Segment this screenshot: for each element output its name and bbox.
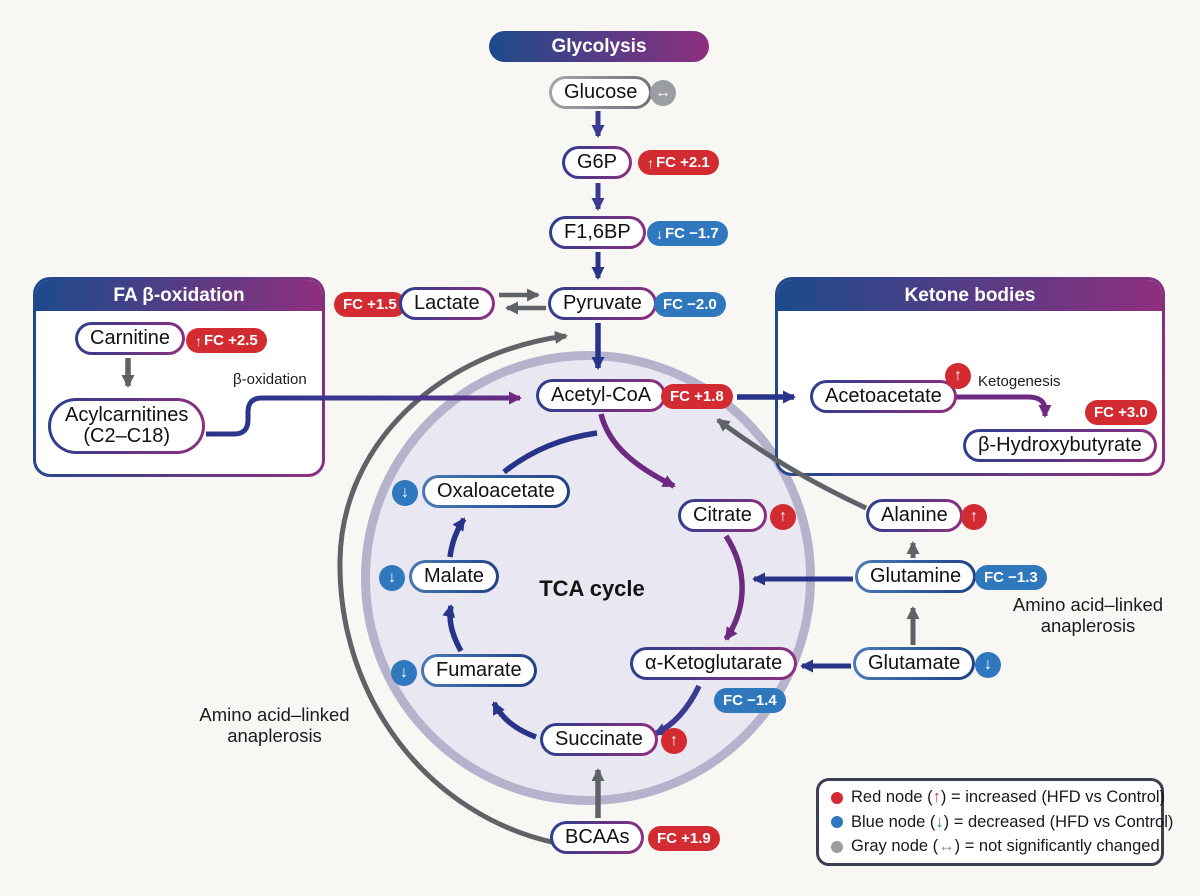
node-acylcarnitines: Acylcarnitines (C2–C18): [48, 398, 206, 454]
gray-dot-icon: [831, 840, 843, 853]
node-malate: Malate: [409, 560, 500, 593]
node-citrate: Citrate: [678, 499, 767, 532]
arrow-acetylcoa-to-citrate: [598, 413, 676, 489]
node-fumarate: Fumarate: [421, 654, 537, 687]
node-acetyl-coa: Acetyl-CoA: [536, 379, 667, 412]
decreased-badge-fumarate: ↓: [391, 660, 417, 686]
arrow-akg-to-succinate: [653, 684, 702, 737]
arrow-oxaloacetate-to-citrate-junction: [502, 430, 598, 475]
arrow-alanine-to-acetylcoa: [716, 417, 868, 511]
legend-item-unchanged: Gray node (↔) = not significantly change…: [831, 837, 1160, 856]
arrow-fumarate-to-malate: [442, 604, 464, 653]
acylcarnitines-line2: (C2–C18): [83, 425, 171, 447]
decreased-badge-malate: ↓: [379, 565, 405, 591]
fc-badge-akg: FC −1.4: [714, 688, 786, 713]
anaplerosis-caption-right: Amino acid–linked anaplerosis: [1012, 594, 1164, 637]
node-g6p: G6P: [562, 146, 633, 179]
node-acetoacetate: Acetoacetate: [810, 380, 957, 413]
arrow-bcaas-to-pyruvate-arc: [337, 330, 568, 846]
decreased-badge-glutamate: ↓: [975, 652, 1001, 678]
fc-badge-bhb: FC +3.0: [1085, 400, 1157, 425]
legend-item-increased: Red node (↑) = increased (HFD vs Control…: [831, 788, 1165, 807]
arrow-beta-oxidation: [206, 391, 522, 437]
increased-badge-succinate: ↑: [661, 728, 687, 754]
node-glutamine: Glutamine: [855, 560, 977, 593]
legend: Red node (↑) = increased (HFD vs Control…: [816, 778, 1173, 866]
both-arrow-icon: ↔: [938, 837, 955, 855]
fc-badge-carnitine: ↑FC +2.5: [186, 328, 267, 353]
fc-badge-f16bp: ↓FC −1.7: [647, 221, 728, 246]
node-oxaloacetate: Oxaloacetate: [422, 475, 570, 508]
tca-cycle-label: TCA cycle: [539, 576, 645, 601]
arrow-ketogenesis: [950, 394, 1052, 418]
blue-dot-icon: [831, 816, 843, 828]
increased-badge-acetoacetate: ↑: [945, 363, 971, 389]
node-alanine: Alanine: [866, 499, 963, 532]
arrow-succinate-to-fumarate: [491, 701, 537, 740]
node-f16bp: F1,6BP: [549, 216, 646, 249]
acylcarnitines-line1: Acylcarnitines: [65, 404, 189, 426]
fc-badge-lactate: FC +1.5: [334, 292, 406, 317]
arrow-malate-to-oxaloacetate: [447, 517, 467, 558]
unchanged-badge-glucose: ↔: [650, 80, 676, 106]
fc-badge-g6p: ↑FC +2.1: [638, 150, 719, 175]
fc-badge-glutamine: FC −1.3: [975, 565, 1047, 590]
node-glutamate: Glutamate: [853, 647, 976, 680]
fa-oxidation-box-body: FA β-oxidation: [36, 280, 322, 474]
node-lactate: Lactate: [399, 287, 495, 320]
ketogenesis-label: Ketogenesis: [978, 373, 1061, 390]
glycolysis-header: Glycolysis: [489, 31, 709, 62]
red-dot-icon: [831, 791, 843, 804]
node-bcaas: BCAAs: [550, 821, 645, 854]
node-carnitine: Carnitine: [75, 322, 186, 355]
node-beta-hydroxybutyrate: β-Hydroxybutyrate: [963, 429, 1157, 462]
fc-badge-pyruvate: FC −2.0: [654, 292, 726, 317]
node-succinate: Succinate: [540, 723, 658, 756]
fc-badge-bcaas: FC +1.9: [648, 826, 720, 851]
node-pyruvate: Pyruvate: [548, 287, 657, 320]
increased-badge-citrate: ↑: [770, 504, 796, 530]
node-alpha-ketoglutarate: α-Ketoglutarate: [630, 647, 798, 680]
beta-oxidation-label: β-oxidation: [233, 371, 307, 388]
fc-badge-acetyl-coa: FC +1.8: [661, 384, 733, 409]
increased-badge-alanine: ↑: [961, 504, 987, 530]
legend-item-decreased: Blue node (↓) = decreased (HFD vs Contro…: [831, 812, 1173, 832]
arrow-citrate-to-akg: [723, 534, 745, 641]
up-arrow-icon: ↑: [932, 788, 941, 806]
decreased-badge-oxaloacetate: ↓: [392, 480, 418, 506]
node-glucose: Glucose: [549, 76, 653, 109]
anaplerosis-caption-left: Amino acid–linked anaplerosis: [199, 704, 350, 747]
ketone-bodies-header: Ketone bodies: [778, 280, 1162, 311]
fa-oxidation-header: FA β-oxidation: [36, 280, 322, 311]
down-arrow-icon: ↓: [935, 812, 944, 831]
